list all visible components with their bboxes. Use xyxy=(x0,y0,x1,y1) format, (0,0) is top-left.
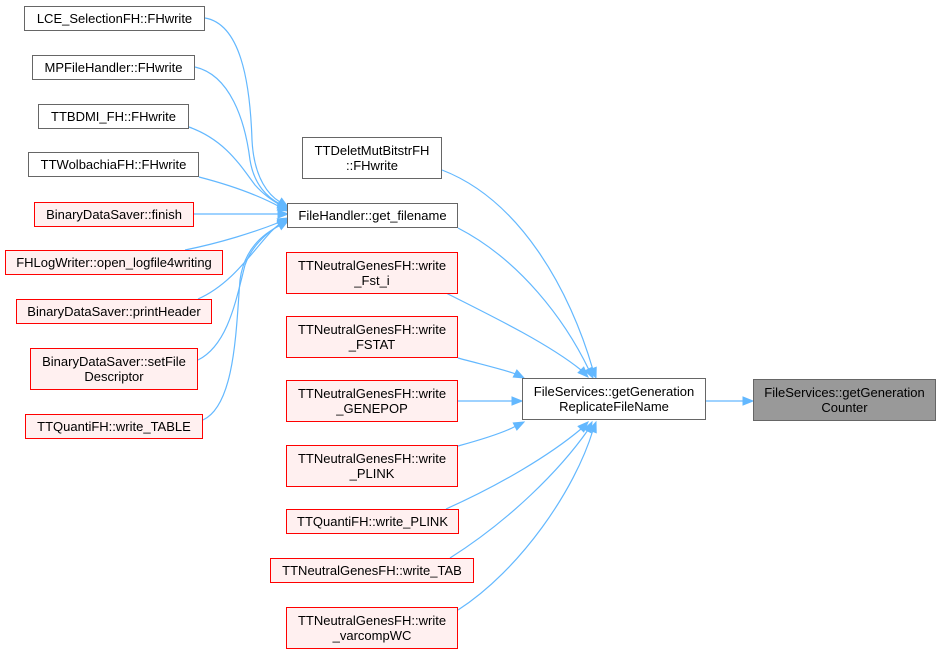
call-edges xyxy=(184,17,755,611)
edge-replicate-to-counter-arrowhead xyxy=(742,396,755,406)
edge-ttwol-to-get-filename xyxy=(198,176,281,208)
node-ttquantifh-write-table[interactable]: TTQuantiFH::write_TABLE xyxy=(25,414,203,439)
edge-varcomp-to-replicate xyxy=(457,429,594,611)
node-ttquantifh-write-plink[interactable]: TTQuantiFH::write_PLINK xyxy=(286,509,459,534)
node-ttwolbachiafh-fhwrite[interactable]: TTWolbachiaFH::FHwrite xyxy=(28,152,199,177)
edge-ttbdmi-to-get-filename xyxy=(188,126,281,206)
node-binarydatasaver-printheader[interactable]: BinaryDataSaver::printHeader xyxy=(16,299,212,324)
node-ttneutralgenesfh-write-fstat[interactable]: TTNeutralGenesFH::write _FSTAT xyxy=(286,316,458,358)
node-ttdeletmutbitstrfh-fhwrite[interactable]: TTDeletMutBitstrFH ::FHwrite xyxy=(302,137,442,179)
edge-plink-to-replicate xyxy=(457,425,517,447)
node-ttneutralgenesfh-write-plink[interactable]: TTNeutralGenesFH::write _PLINK xyxy=(286,445,458,487)
edge-fstat-to-replicate xyxy=(457,357,517,375)
edge-tab-to-replicate xyxy=(449,429,589,559)
edge-get-filename-to-replicate xyxy=(457,227,590,371)
node-ttneutralgenesfh-write-varcompwc[interactable]: TTNeutralGenesFH::write _varcompWC xyxy=(286,607,458,649)
edge-fst-to-replicate xyxy=(445,292,582,371)
node-ttneutralgenesfh-write-tab[interactable]: TTNeutralGenesFH::write_TAB xyxy=(270,558,474,583)
node-lce-selectionfh-fhwrite[interactable]: LCE_SelectionFH::FHwrite xyxy=(24,6,205,31)
node-fhlogwriter-open-logfile4writing[interactable]: FHLogWriter::open_logfile4writing xyxy=(5,250,223,275)
edge-fstat-to-replicate-arrowhead xyxy=(512,369,526,379)
node-ttneutralgenesfh-write-genepop[interactable]: TTNeutralGenesFH::write _GENEPOP xyxy=(286,380,458,422)
edge-quanti-plink-to-replicate xyxy=(445,428,582,510)
edge-table-to-get-filename-arrowhead xyxy=(276,220,290,231)
edge-mpf-to-get-filename xyxy=(194,66,281,205)
node-fileservices-getgenerationreplicatefilename[interactable]: FileServices::getGeneration ReplicateFil… xyxy=(522,378,706,420)
edge-varcomp-to-replicate-arrowhead xyxy=(587,420,597,434)
edge-lce-to-get-filename xyxy=(204,17,281,203)
edge-plink-to-replicate-arrowhead xyxy=(512,421,526,431)
node-filehandler-get-filename[interactable]: FileHandler::get_filename xyxy=(287,203,458,228)
node-fileservices-getgenerationcounter: FileServices::getGeneration Counter xyxy=(753,379,936,421)
node-binarydatasaver-setfiledescriptor[interactable]: BinaryDataSaver::setFile Descriptor xyxy=(30,348,198,390)
node-ttbdmi-fh-fhwrite[interactable]: TTBDMI_FH::FHwrite xyxy=(38,104,189,129)
edge-genepop-to-replicate-arrowhead xyxy=(511,396,524,406)
node-ttneutralgenesfh-write-fst-i[interactable]: TTNeutralGenesFH::write _Fst_i xyxy=(286,252,458,294)
edge-setfile-to-get-filename xyxy=(197,223,282,361)
edge-ttwol-to-get-filename-arrowhead xyxy=(276,202,290,212)
node-mpfilehandler-fhwrite[interactable]: MPFileHandler::FHwrite xyxy=(32,55,195,80)
edge-get-filename-to-replicate-arrowhead xyxy=(584,366,594,380)
edge-finish-to-get-filename-arrowhead xyxy=(277,209,290,219)
edge-ttdelet-to-replicate xyxy=(441,169,594,371)
edge-fst-to-replicate-arrowhead xyxy=(577,366,589,378)
edge-fhlog-to-get-filename xyxy=(184,221,281,251)
node-binarydatasaver-finish[interactable]: BinaryDataSaver::finish xyxy=(34,202,194,227)
edge-table-to-get-filename xyxy=(202,224,282,421)
